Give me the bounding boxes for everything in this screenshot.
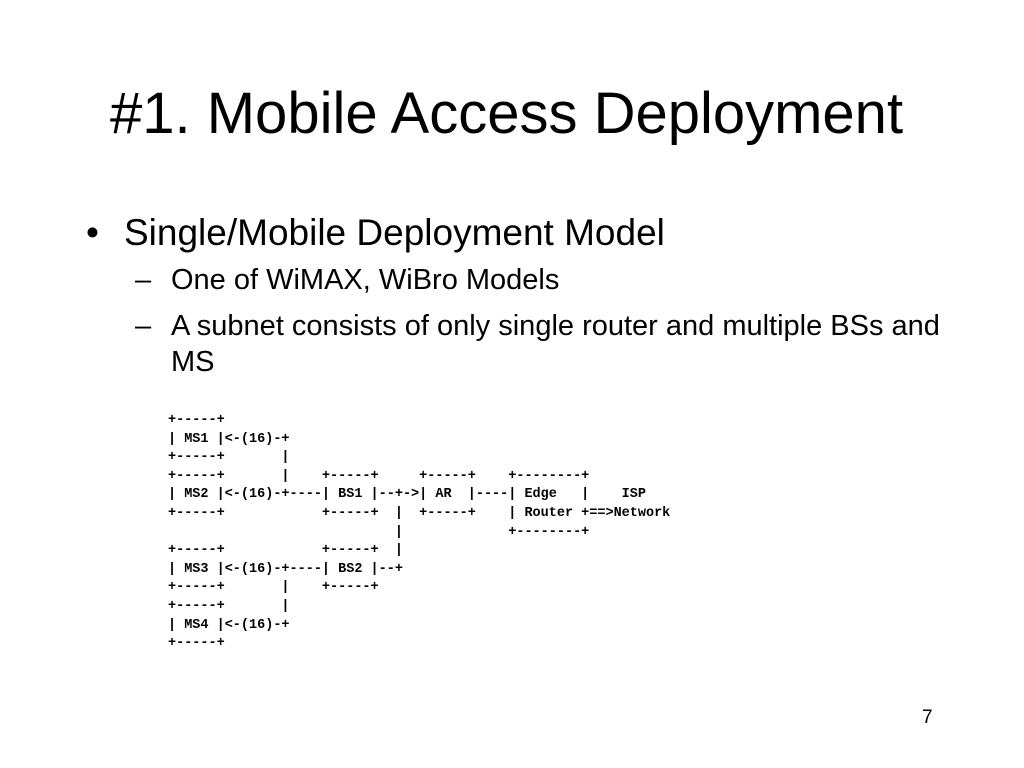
slide-title: #1. Mobile Access Deployment: [110, 81, 904, 146]
diagram-line: +-----+ | +-----+ +-----+ +--------+: [168, 468, 590, 484]
diagram-line: +-----+ +-----+ | +-----+ | Router +==>N…: [168, 505, 671, 521]
page-number: 7: [922, 707, 933, 728]
sub-bullet-item-2: – A subnet consists of only single route…: [135, 308, 955, 380]
diagram-line: | MS4 |<-(16)-+: [168, 617, 290, 633]
diagram-line: +-----+: [168, 636, 225, 652]
sub-bullet-text: A subnet consists of only single router …: [171, 310, 940, 378]
diagram-line: | MS1 |<-(16)-+: [168, 431, 290, 447]
diagram-line: | +--------+: [168, 524, 590, 540]
sub-bullet-item-1: – One of WiMAX, WiBro Models: [135, 262, 955, 298]
diagram-line: +-----+ |: [168, 450, 290, 466]
bullet-item: • Single/Mobile Deployment Model: [86, 210, 665, 256]
diagram-line: | MS2 |<-(16)-+----| BS1 |--+->| AR |---…: [168, 487, 646, 503]
diagram-line: +-----+ |: [168, 598, 290, 614]
diagram-line: +-----+ | +-----+: [168, 580, 379, 596]
diagram-line: +-----+: [168, 413, 225, 428]
diagram-line: | MS3 |<-(16)-+----| BS2 |--+: [168, 561, 403, 577]
sub-bullet-dash: –: [135, 264, 152, 296]
diagram-line: +-----+ +-----+ |: [168, 543, 403, 559]
bullet-text: Single/Mobile Deployment Model: [124, 212, 665, 253]
bullet-dot: •: [86, 212, 99, 253]
sub-bullet-dash: –: [135, 310, 152, 342]
sub-bullet-text: One of WiMAX, WiBro Models: [171, 264, 560, 296]
network-topology-diagram: +-----+ | MS1 |<-(16)-+ +-----+ | +-----…: [168, 412, 670, 654]
